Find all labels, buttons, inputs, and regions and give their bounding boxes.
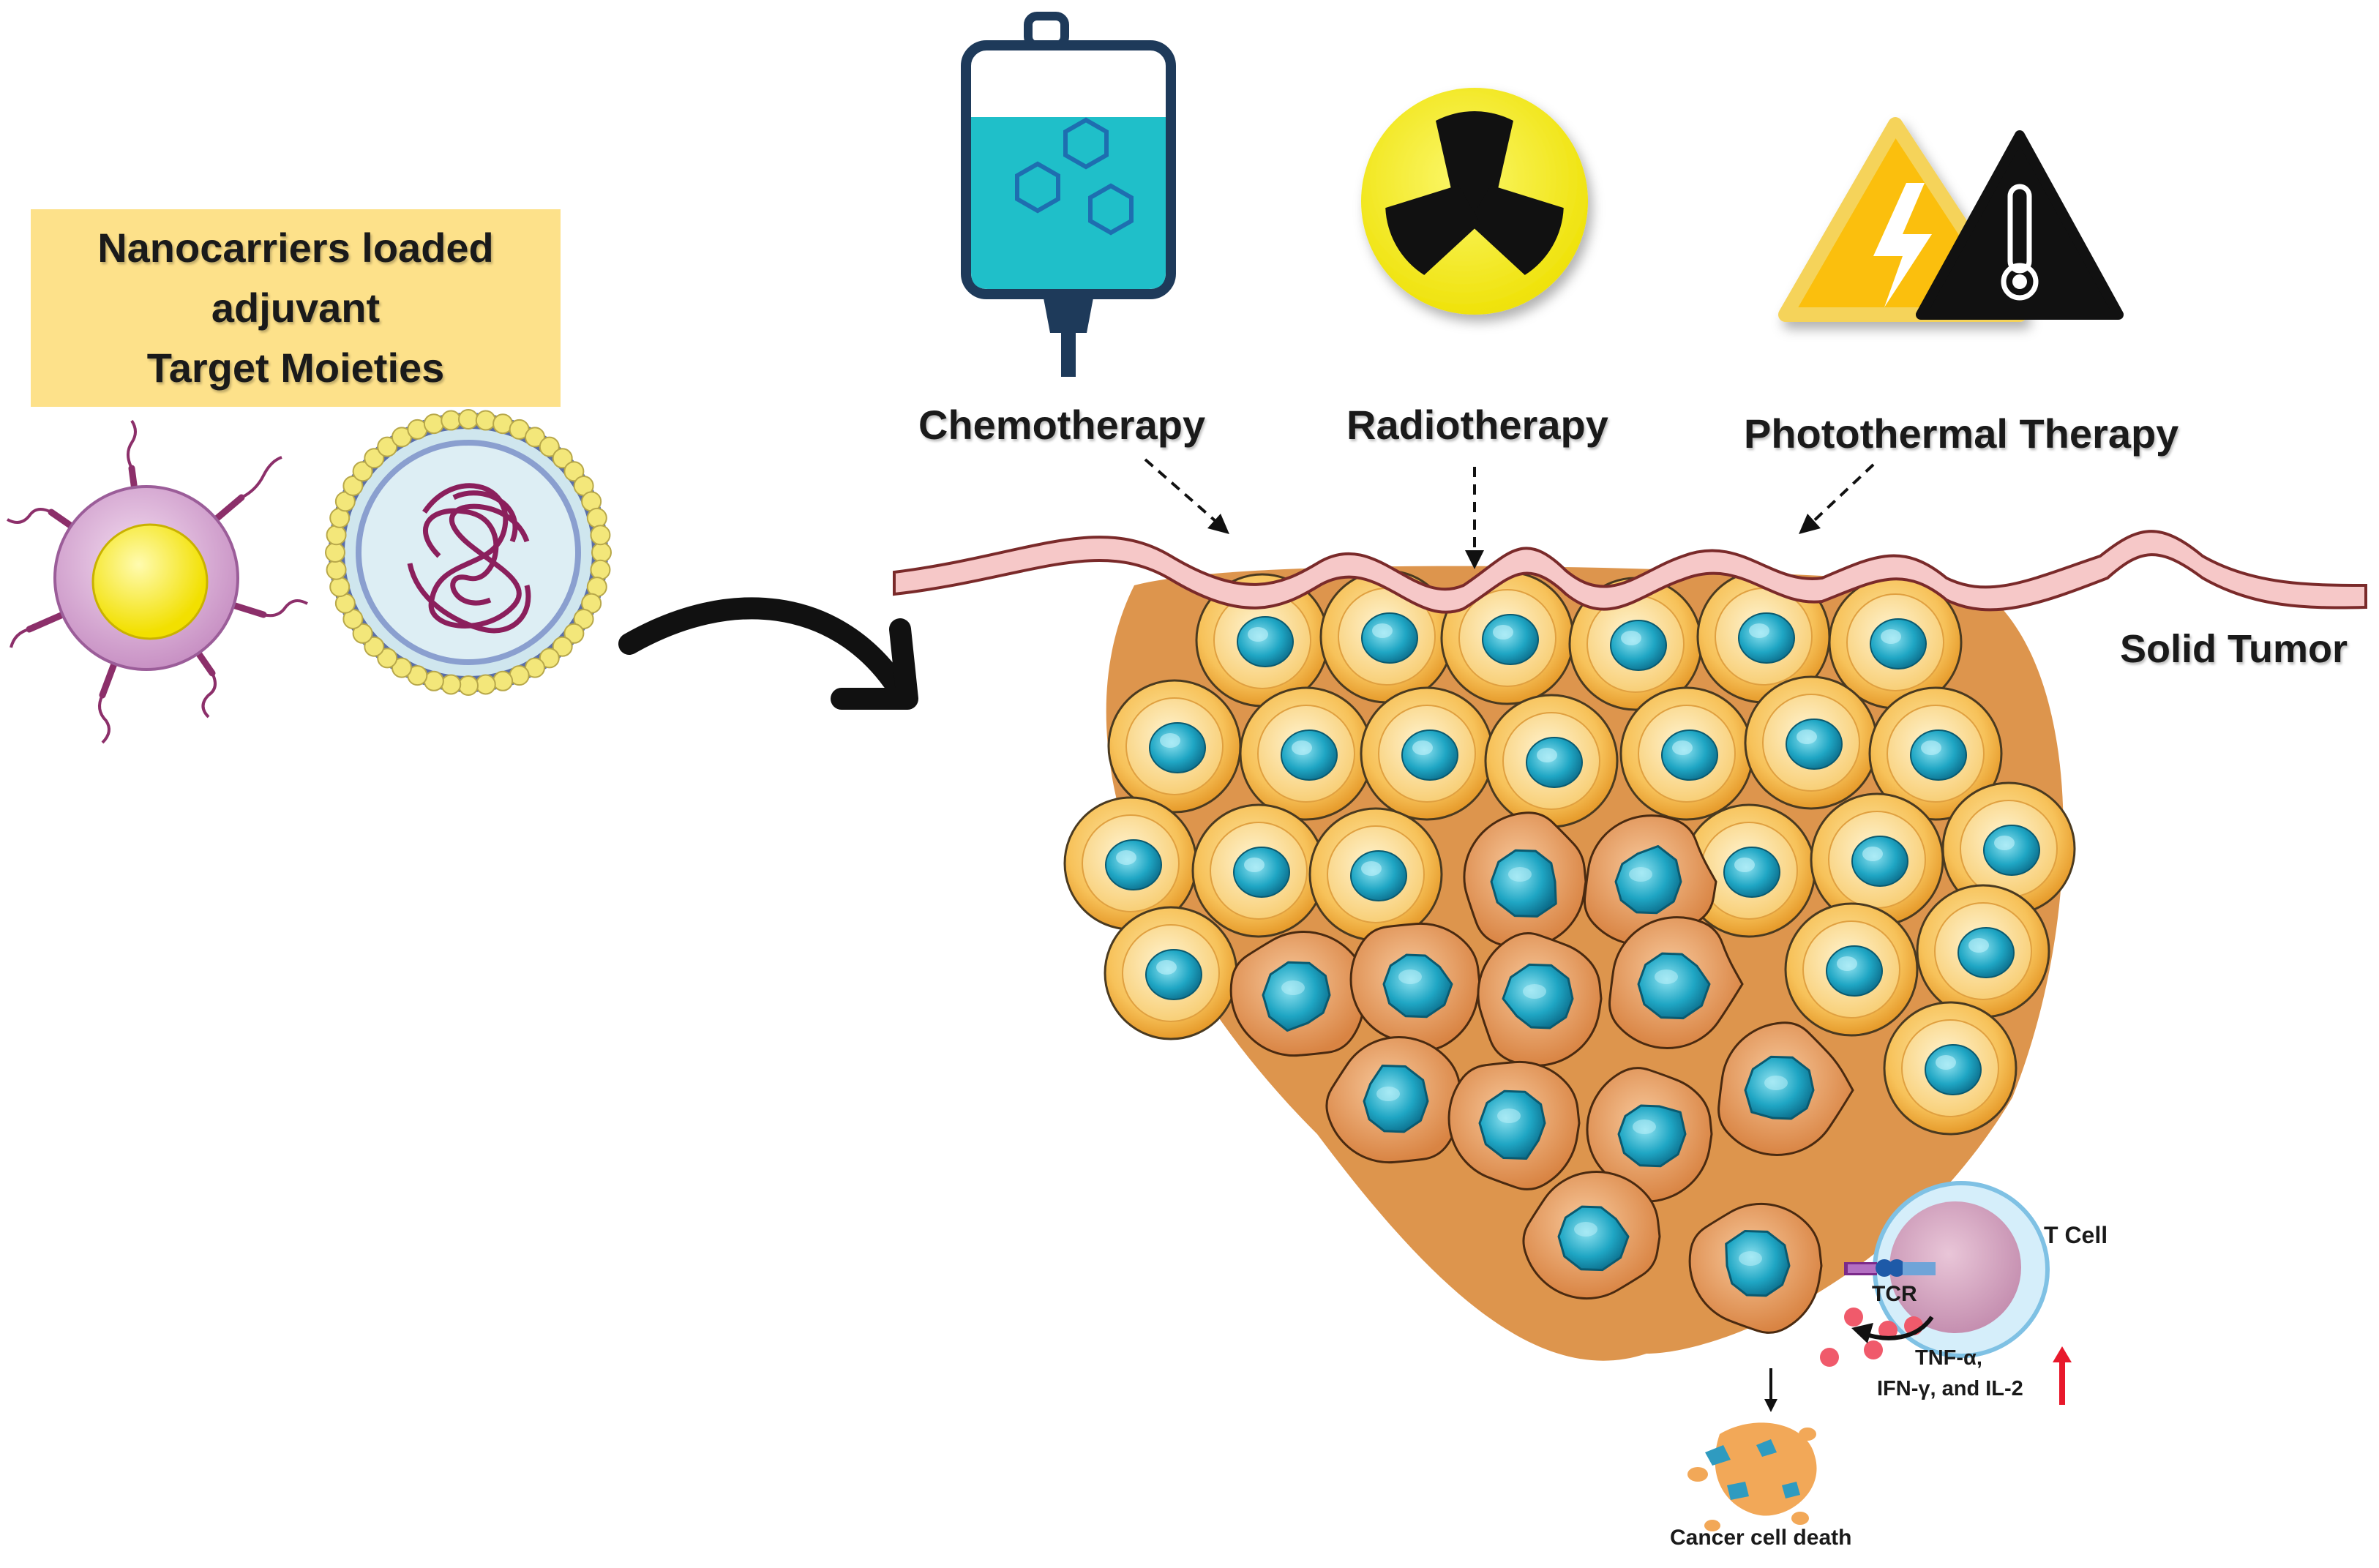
cancer-cell-death-label: Cancer cell death	[1670, 1526, 1852, 1550]
cytokine-label-line1: TNF-α,	[1915, 1346, 1982, 1370]
tumor-cell	[1484, 694, 1619, 828]
tumor-cell	[1308, 807, 1443, 942]
stressed-tumor-cell	[1477, 932, 1603, 1067]
tumor-cell	[1744, 675, 1878, 810]
stressed-tumor-cell	[1463, 811, 1587, 949]
cytokine-label-line2: IFN-γ, and IL-2	[1877, 1377, 2023, 1400]
thermometer-warning-icon	[1916, 130, 2124, 320]
tumor-cell	[1239, 686, 1374, 821]
photothermal-therapy-label: Photothermal Therapy	[1744, 410, 2179, 457]
tumor-cell	[1810, 792, 1944, 927]
iv-bag-icon	[961, 12, 1176, 377]
solid-tumor-label: Solid Tumor	[2120, 627, 2348, 671]
dead-cell-fragments-icon	[1687, 1422, 1817, 1531]
tumor-cell	[1360, 686, 1494, 821]
stressed-tumor-cell	[1522, 1171, 1661, 1300]
radiation-icon	[1361, 88, 1588, 315]
tumor-cell	[1107, 679, 1242, 814]
nanocarrier-label-line2: adjuvant	[211, 285, 381, 331]
tumor-cell	[1916, 884, 2050, 1019]
radiotherapy-label: Radiotherapy	[1346, 402, 1608, 448]
tumor-cells	[1063, 569, 2076, 1334]
stressed-tumor-cell	[1717, 1021, 1854, 1156]
tumor-cell	[1619, 686, 1754, 821]
stressed-tumor-cell	[1325, 1036, 1463, 1164]
stressed-tumor-cell	[1583, 814, 1717, 947]
targeted-nanoparticle-icon	[7, 419, 308, 744]
tumor-cell	[1868, 686, 2003, 821]
death-arrowhead	[1764, 1399, 1777, 1412]
tcr-receptor	[1844, 1259, 1936, 1277]
chemotherapy-label: Chemotherapy	[918, 402, 1206, 448]
tumor-cell	[1195, 573, 1330, 708]
t-cell	[1873, 1181, 2050, 1358]
tumor-cell	[1682, 803, 1816, 938]
tumor-cell	[1104, 906, 1238, 1040]
tumor-cell	[1941, 781, 2076, 916]
tumor-cell	[1440, 571, 1575, 705]
tissue-membrane	[893, 530, 2367, 614]
stressed-tumor-cell	[1608, 916, 1744, 1049]
nanocarrier-label-line1: Nanocarriers loaded	[97, 225, 494, 271]
tumor-cell	[1568, 577, 1703, 711]
liposome-nanocarrier-icon	[325, 409, 612, 696]
tumor-cell	[1883, 1001, 2018, 1136]
stressed-tumor-cell	[1688, 1202, 1823, 1334]
tumor-cell	[1191, 803, 1326, 938]
delivery-arrow	[618, 597, 918, 710]
stressed-tumor-cell	[1349, 922, 1481, 1051]
increase-up-arrow	[2053, 1346, 2072, 1405]
stressed-tumor-cell	[1229, 930, 1367, 1057]
t-cell-label: T Cell	[2044, 1222, 2108, 1248]
tcr-label: TCR	[1872, 1282, 1917, 1306]
tumor-cell	[1784, 902, 1919, 1037]
therapy-arrowheads	[1207, 514, 1821, 569]
nanocarrier-label-box: Nanocarriers loaded adjuvant Target Moie…	[31, 209, 561, 407]
tumor-cell	[1063, 796, 1198, 931]
stressed-tumor-cell	[1447, 1060, 1581, 1190]
cytokine-arrow	[1861, 1316, 1934, 1340]
therapy-arrows	[1144, 458, 1875, 560]
tumor-cell	[1828, 575, 1963, 710]
nanocarrier-label-line3: Target Moieties	[146, 345, 445, 391]
stressed-tumor-cell	[1586, 1067, 1713, 1203]
cytokine-arrowhead	[1851, 1323, 1873, 1343]
